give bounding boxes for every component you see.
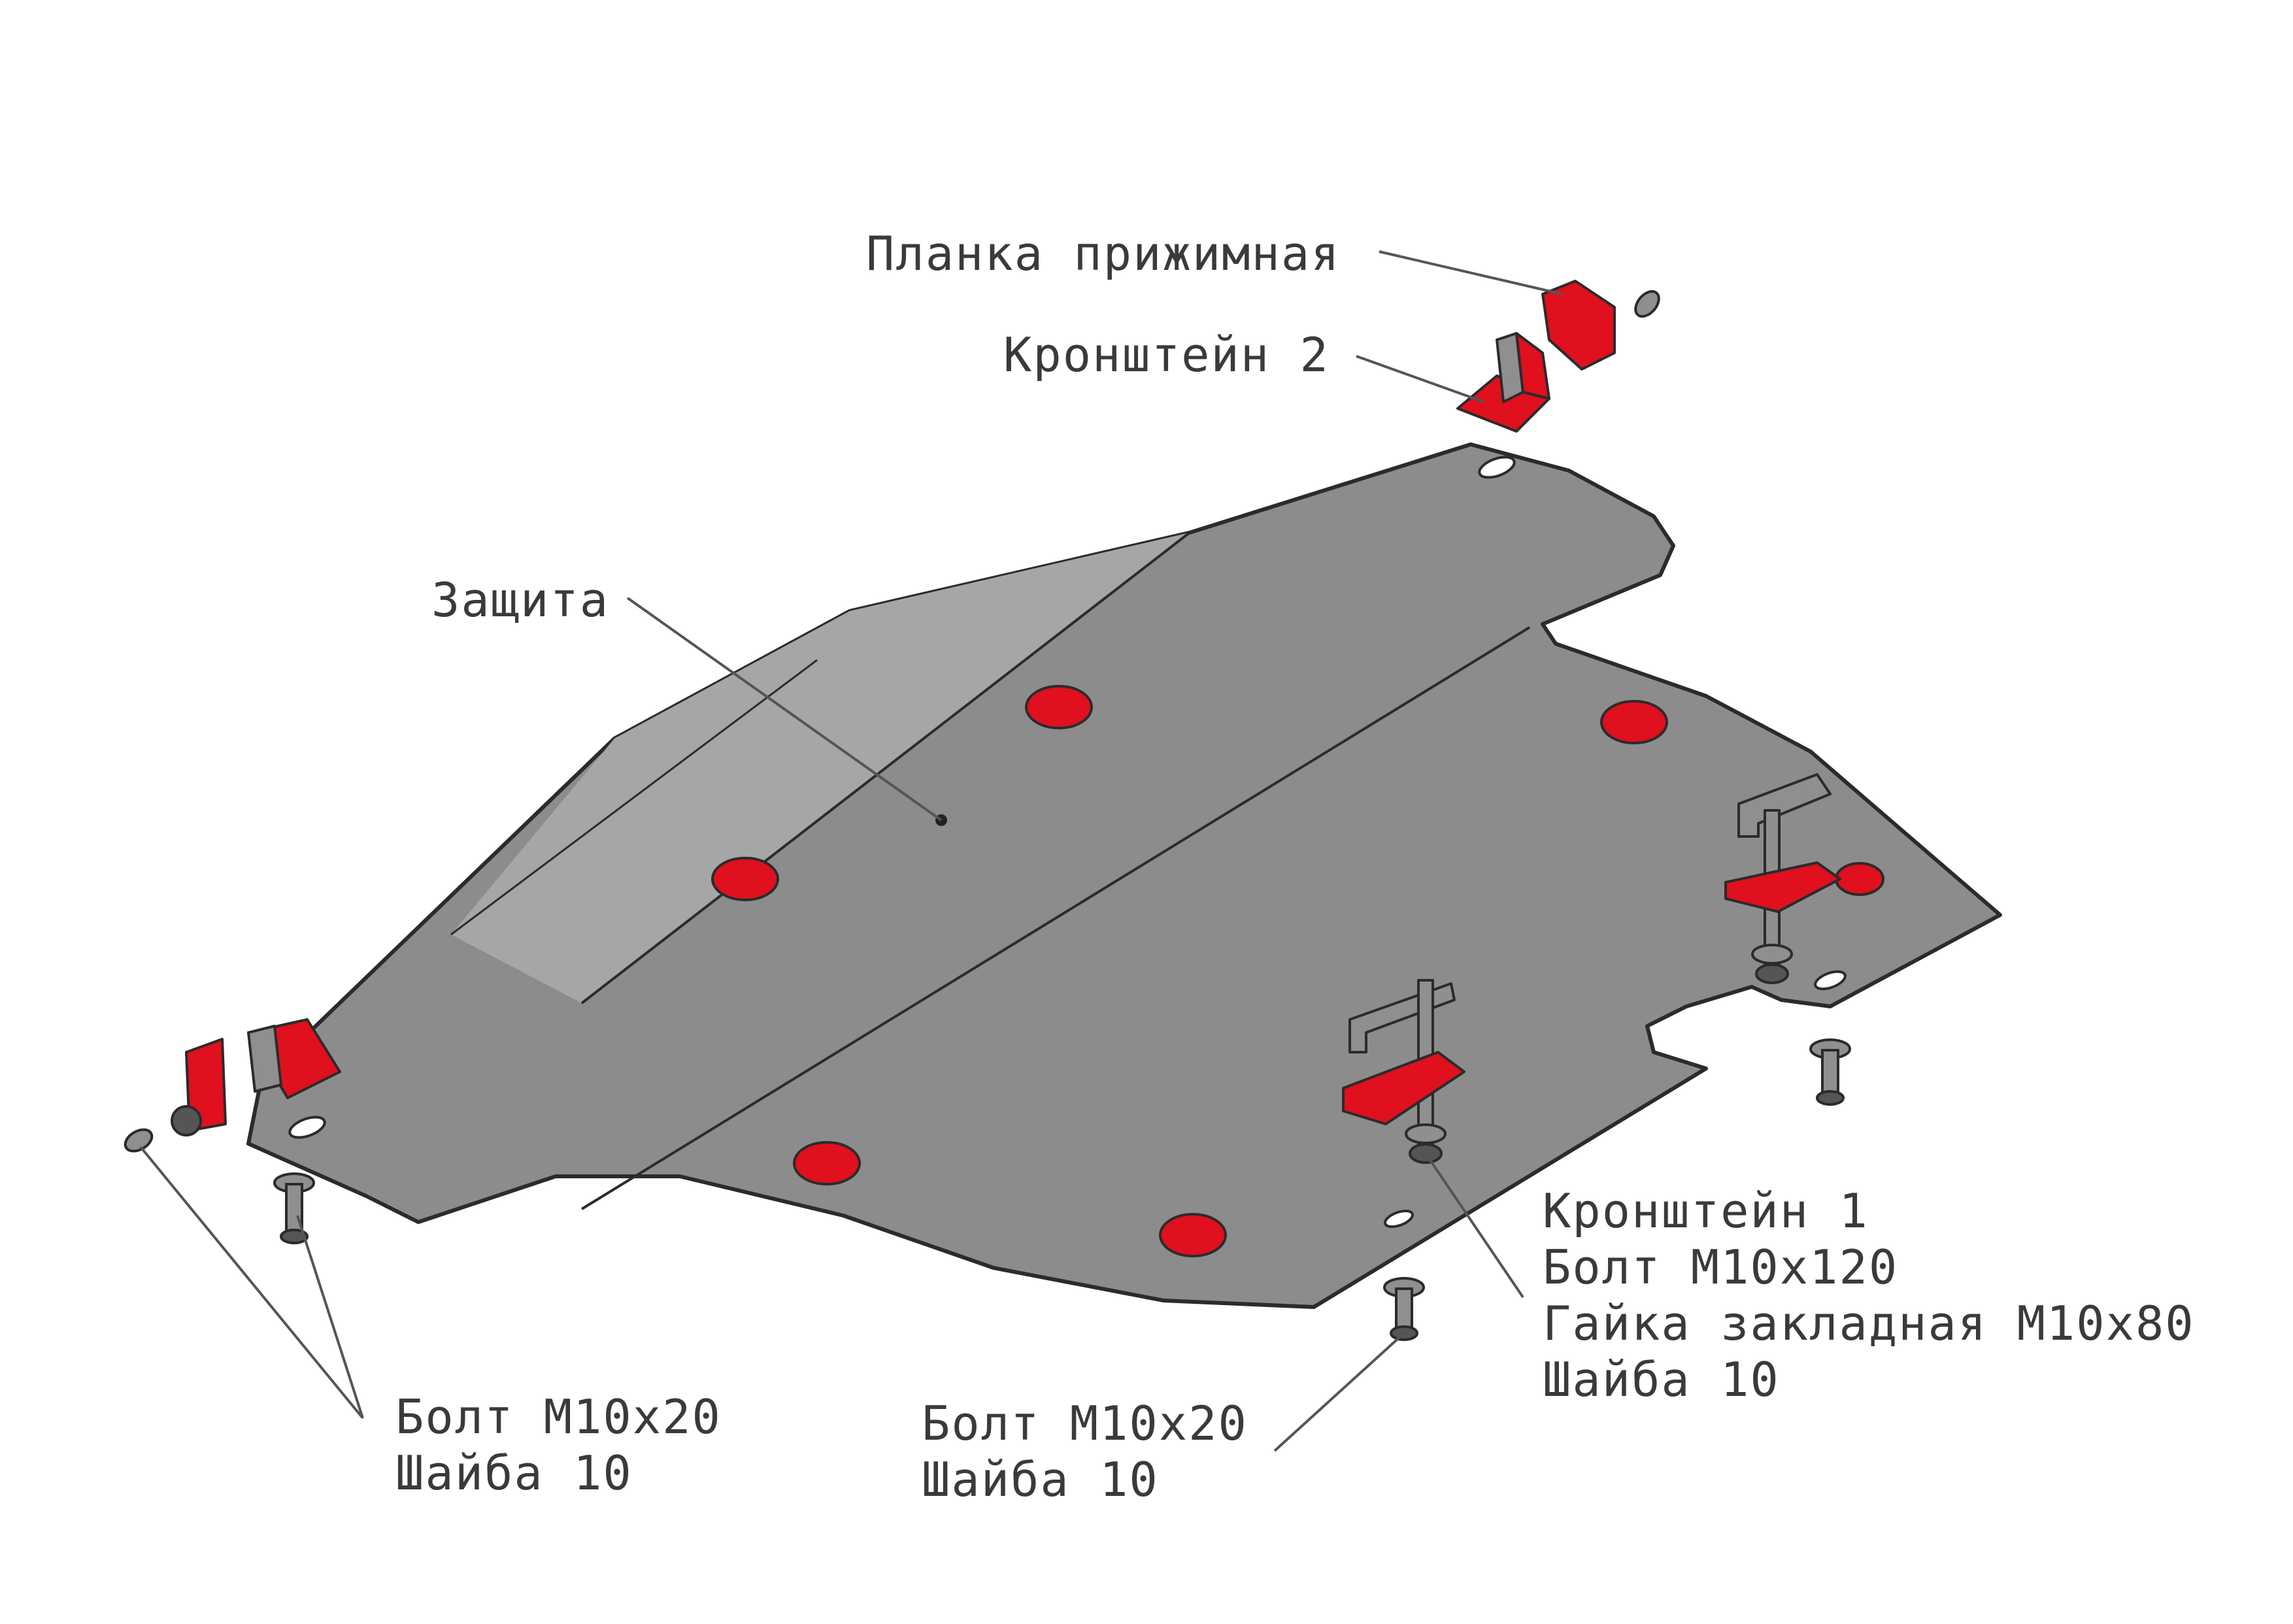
plate-raised-rib xyxy=(451,533,1190,1003)
plate-slot xyxy=(1478,456,1516,479)
kronshtein-1-part xyxy=(1342,1051,1465,1125)
washer xyxy=(1405,1123,1447,1144)
bolt-bottom xyxy=(1383,1277,1425,1341)
bolt-right xyxy=(1809,1038,1851,1106)
plug xyxy=(1835,862,1884,896)
plate-fold-line-1 xyxy=(580,531,1191,1004)
label-right-group-line-3: Гайка закладная М10х80 xyxy=(1543,1296,2195,1351)
leader-planka xyxy=(1379,250,1563,295)
left-bracket-nut xyxy=(171,1105,202,1136)
leader-lines xyxy=(139,250,1563,1452)
label-left-group-line-1: Болт М10х20 xyxy=(395,1389,722,1444)
plate-slot xyxy=(288,1116,326,1139)
left-bracket-wall xyxy=(185,1038,227,1132)
right-gaika xyxy=(1737,773,1832,838)
planka-part xyxy=(1541,280,1616,371)
leader-left-b xyxy=(296,1215,364,1419)
left-bracket-wall-2 xyxy=(247,1025,282,1093)
right-washer xyxy=(1751,944,1793,965)
label-right-group-line-1: Кронштейн 1 xyxy=(1543,1184,1869,1238)
plug xyxy=(1159,1213,1227,1257)
label-planka: Планка прижимная xyxy=(866,226,1341,281)
right-kronshtein xyxy=(1724,861,1841,913)
leader-kronshtein-2 xyxy=(1356,355,1484,403)
label-bottom-group-line-1: Болт М10х20 xyxy=(922,1396,1248,1451)
leader-zashchita xyxy=(626,597,943,821)
label-right-group-line-2: Болт М10х120 xyxy=(1543,1240,1899,1295)
left-bracket-bolt xyxy=(124,1128,154,1153)
plug xyxy=(793,1141,861,1185)
bolt-left xyxy=(273,1172,315,1244)
label-right-group-line-4: Шайба 10 xyxy=(1543,1352,1780,1407)
protection-plate xyxy=(246,442,2002,1309)
plug xyxy=(1600,700,1668,744)
label-kronshtein-2: Кронштейн 2 xyxy=(1003,327,1330,382)
right-bolt-assembly xyxy=(1724,773,1841,984)
leader-right-group xyxy=(1424,1152,1524,1299)
plate-fold-line-2 xyxy=(580,626,1531,1210)
planka-bolt xyxy=(1634,290,1660,318)
leader-left-a xyxy=(139,1146,364,1419)
leader-bottom xyxy=(1273,1332,1405,1452)
label-left-group-line-2: Шайба 10 xyxy=(395,1446,633,1500)
right-bolt-head xyxy=(1755,963,1789,984)
label-bottom-group-line-2: Шайба 10 xyxy=(922,1452,1159,1507)
left-bracket-assembly xyxy=(124,1018,341,1153)
loose-bolts xyxy=(273,1038,1851,1341)
label-zashchita: Защита xyxy=(431,572,610,627)
plate-slot xyxy=(1384,1209,1414,1229)
red-plugs xyxy=(711,685,1884,1257)
plug xyxy=(711,857,779,901)
plate-fold-line-3 xyxy=(450,659,818,936)
plug xyxy=(1025,685,1093,729)
kronshtein-2-side xyxy=(1515,332,1550,400)
top-bracket-assembly xyxy=(1456,280,1660,433)
plate-slot xyxy=(1814,970,1847,991)
